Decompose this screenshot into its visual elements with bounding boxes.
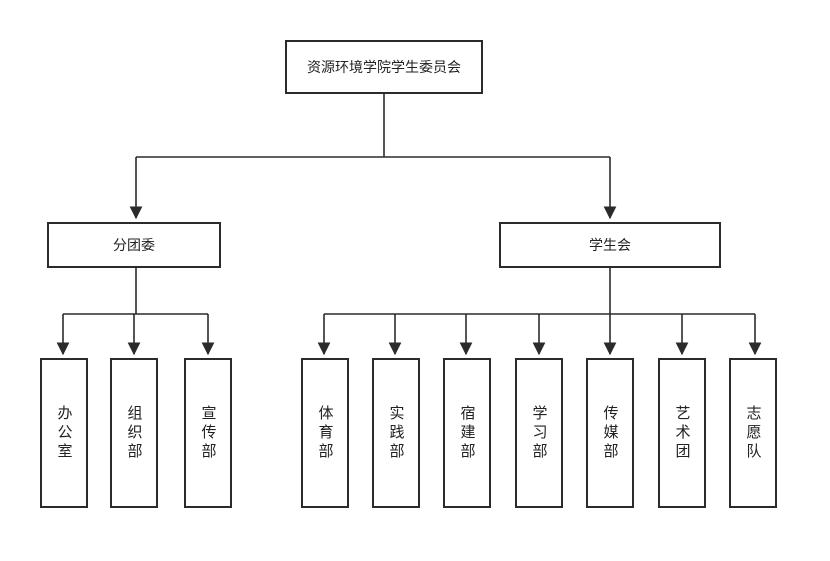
leaf-node-study-dept: 学习部 (515, 358, 563, 508)
branch-node-xueshenghui: 学生会 (499, 222, 721, 268)
root-label: 资源环境学院学生委员会 (307, 60, 461, 76)
leaf-label: 办公室 (55, 404, 74, 462)
leaf-node-media-dept: 传媒部 (586, 358, 634, 508)
leaf-label: 学习部 (530, 404, 549, 462)
root-node: 资源环境学院学生委员会 (285, 40, 483, 94)
leaf-label: 宣传部 (199, 404, 218, 462)
leaf-node-office: 办公室 (40, 358, 88, 508)
branch-label: 学生会 (589, 238, 631, 254)
leaf-node-organization-dept: 组织部 (110, 358, 158, 508)
branch-node-tuanwei: 分团委 (47, 222, 221, 268)
leaf-node-art-troupe: 艺术团 (658, 358, 706, 508)
leaf-label: 组织部 (125, 404, 144, 462)
leaf-node-volunteer-team: 志愿队 (729, 358, 777, 508)
leaf-label: 志愿队 (744, 404, 763, 462)
leaf-label: 传媒部 (601, 404, 620, 462)
branch-label: 分团委 (113, 238, 155, 254)
leaf-node-sports-dept: 体育部 (301, 358, 349, 508)
leaf-node-practice-dept: 实践部 (372, 358, 420, 508)
leaf-label: 宿建部 (458, 404, 477, 462)
leaf-label: 实践部 (387, 404, 406, 462)
leaf-node-dorm-dept: 宿建部 (443, 358, 491, 508)
leaf-node-publicity-dept: 宣传部 (184, 358, 232, 508)
leaf-label: 体育部 (316, 404, 335, 462)
leaf-label: 艺术团 (673, 404, 692, 462)
